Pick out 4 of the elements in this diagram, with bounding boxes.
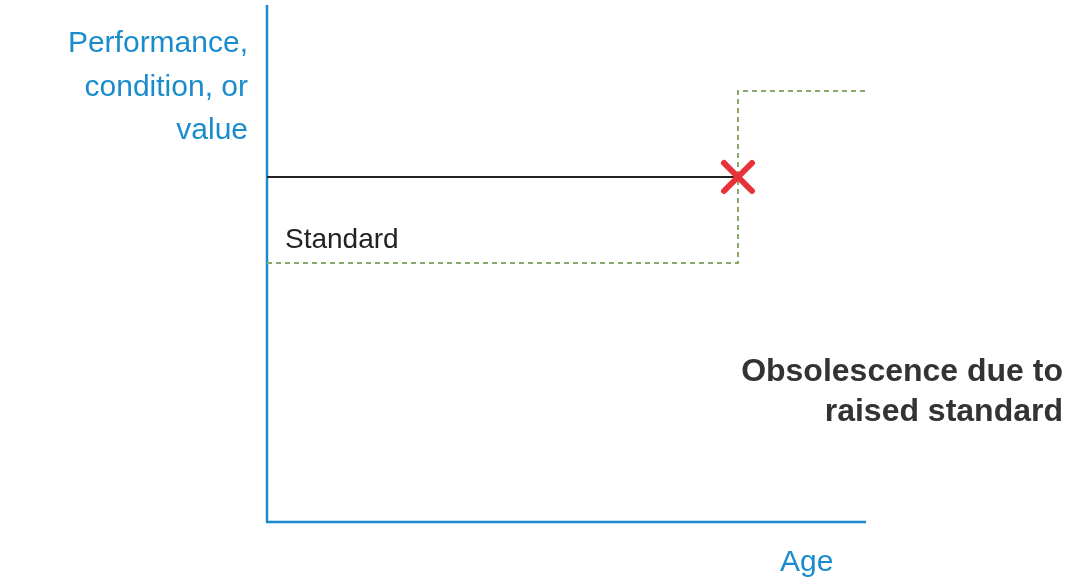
line-label: Standard: [285, 222, 399, 256]
caption-text: Obsolescence due to raised standard: [740, 351, 1063, 430]
x-axis-label: Age: [780, 543, 834, 579]
y-axis-label: Performance, condition, or value: [66, 24, 248, 147]
